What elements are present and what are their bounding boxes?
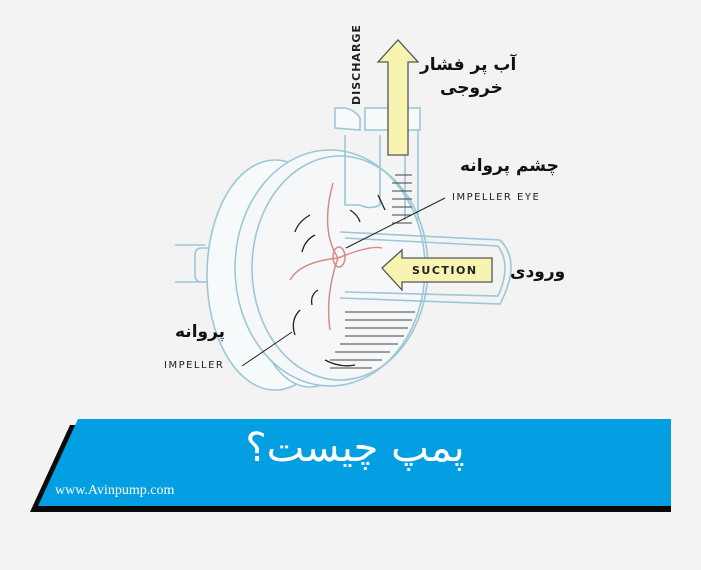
discharge-arrow	[376, 39, 420, 156]
svg-text:DISCHARGE: DISCHARGE	[350, 24, 363, 105]
discharge-label-fa-2: خروجی	[440, 78, 503, 98]
pump-illustration: DISCHARGE	[175, 24, 512, 391]
impeller-eye-label-en: IMPELLER EYE	[452, 192, 541, 203]
banner-fill	[38, 419, 671, 506]
title-banner	[0, 410, 701, 520]
impeller-label-fa: پروانه	[175, 322, 226, 342]
discharge-label-fa-1: آب پر فشار	[420, 55, 517, 75]
suction-label-en: SUCTION	[412, 264, 478, 277]
banner-title: پمپ چیست؟	[245, 425, 465, 471]
suction-arrow	[381, 248, 493, 292]
website-link[interactable]: www.Avinpump.com	[55, 483, 175, 498]
pump-diagram: DISCHARGE آب پر فشار خروجی چشم پروانه IM…	[164, 24, 566, 391]
impeller-eye-label-fa: چشم پروانه	[460, 156, 559, 176]
suction-label-fa: ورودی	[510, 262, 566, 282]
impeller-label-en: IMPELLER	[164, 360, 225, 371]
